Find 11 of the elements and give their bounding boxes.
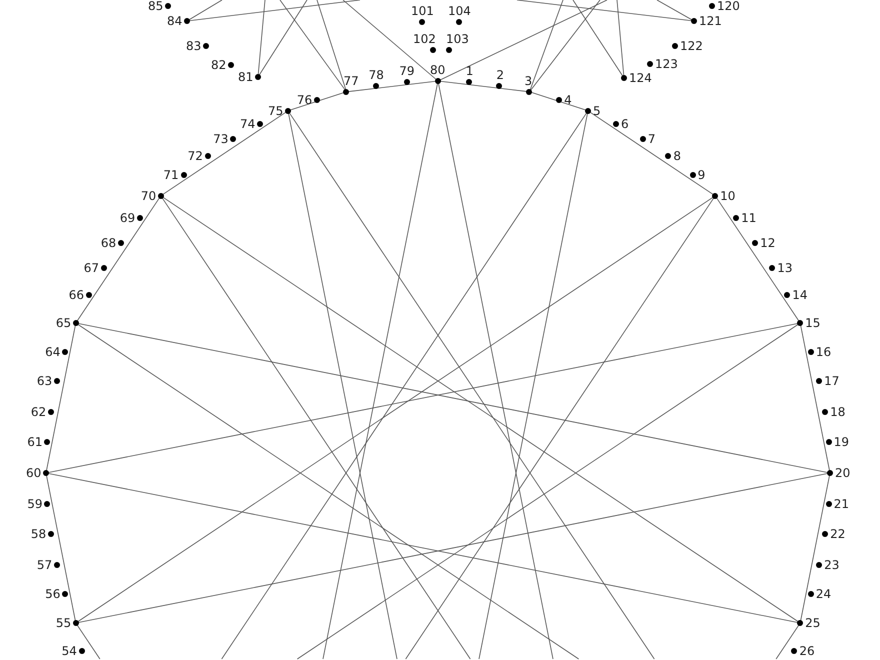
connecting-line — [776, 622, 801, 660]
connecting-line — [258, 0, 308, 78]
connecting-line — [529, 0, 564, 92]
connecting-line — [656, 0, 694, 22]
connecting-line — [438, 0, 608, 82]
connecting-line — [342, 0, 438, 82]
connecting-line — [529, 0, 600, 92]
connecting-line — [572, 0, 624, 78]
connecting-line — [280, 0, 347, 92]
connecting-line — [186, 0, 222, 22]
connecting-line — [75, 622, 100, 660]
